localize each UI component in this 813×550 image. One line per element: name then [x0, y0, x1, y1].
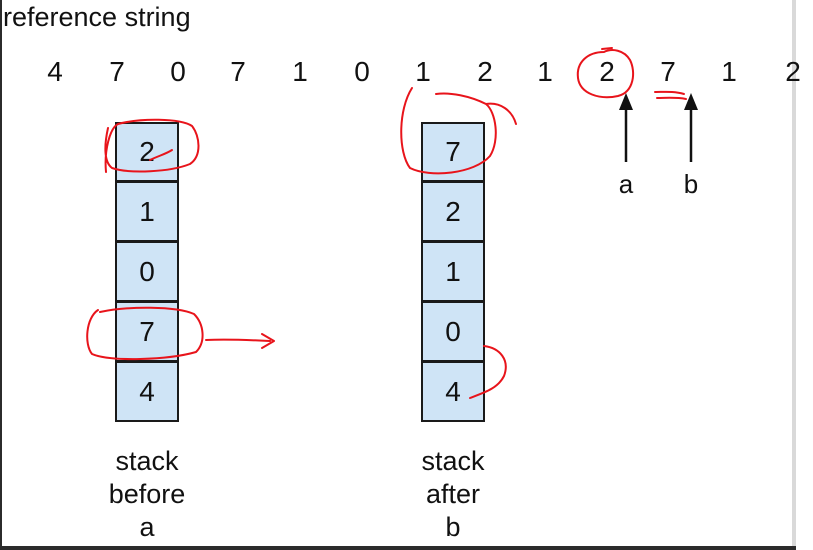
ref-item: 7	[230, 56, 246, 87]
pointer-b-arrow	[684, 93, 698, 162]
stack-cell: 4	[115, 362, 179, 422]
ref-item: 1	[537, 56, 553, 87]
stack-cell: 0	[421, 302, 485, 362]
label-line: b	[445, 512, 461, 542]
window-frame-right	[792, 0, 796, 550]
stack-before-label: stack before a	[72, 445, 222, 544]
label-line: a	[139, 512, 155, 542]
ref-item: 1	[415, 56, 431, 87]
label-line: stack	[421, 446, 485, 476]
stack-cell: 1	[421, 242, 485, 302]
label-line: stack	[115, 446, 179, 476]
ref-item-circled: 2	[599, 56, 615, 87]
stack-before-a: 2 1 0 7 4	[115, 122, 179, 422]
window-frame-left	[0, 0, 2, 550]
stack-cell: 4	[421, 362, 485, 422]
label-line: before	[108, 479, 186, 509]
stack-cell: 7	[115, 302, 179, 362]
stack-after-label: stack after b	[378, 445, 528, 544]
stack-cell: 1	[115, 182, 179, 242]
stack-cell: 2	[115, 122, 179, 182]
ref-item: 4	[47, 56, 63, 87]
ref-item: 2	[477, 56, 493, 87]
ref-item: 7	[109, 56, 125, 87]
stack-cell: 7	[421, 122, 485, 182]
stack-cell: 0	[115, 242, 179, 302]
pointer-a-arrow	[619, 93, 633, 162]
ref-item: 1	[292, 56, 308, 87]
label-line: after	[425, 479, 481, 509]
window-frame-bottom	[0, 546, 796, 550]
ref-item: 7	[660, 56, 676, 87]
annotation-arrow-before-7	[205, 333, 275, 349]
ref-item: 2	[785, 56, 801, 87]
ref-item: 1	[721, 56, 737, 87]
annotation-tick-ref-2	[601, 47, 613, 50]
annotation-equals-b	[654, 90, 687, 100]
reference-string-heading: reference string	[3, 2, 191, 32]
ref-item: 0	[170, 56, 186, 87]
stack-cell: 2	[421, 182, 485, 242]
pointer-b-label: b	[683, 169, 699, 199]
pointer-a-label: a	[618, 169, 634, 199]
ref-item: 0	[354, 56, 370, 87]
stack-after-b: 7 2 1 0 4	[421, 122, 485, 422]
